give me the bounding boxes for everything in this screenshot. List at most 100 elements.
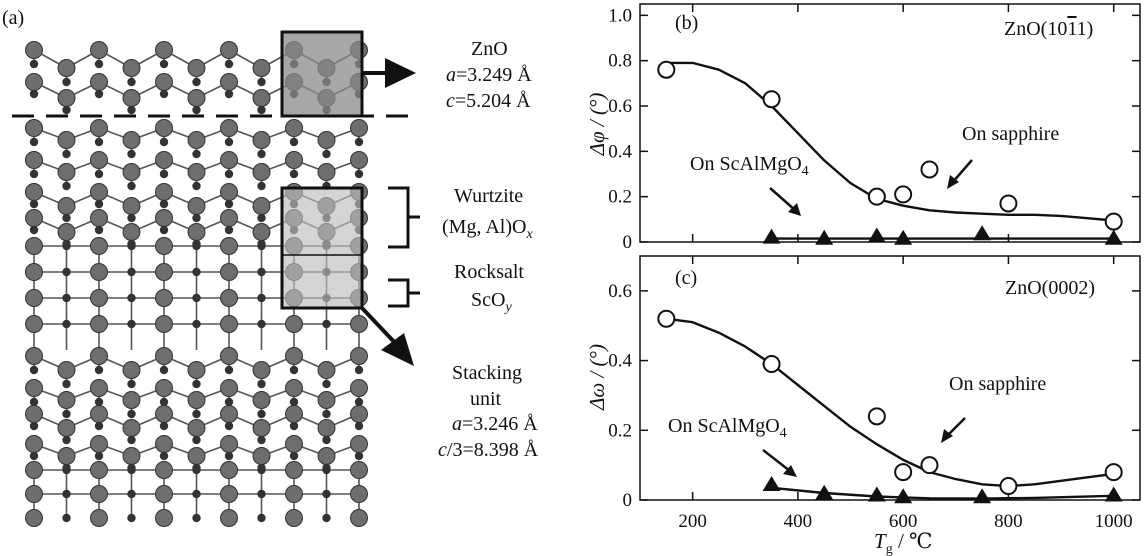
atom-large (350, 347, 368, 365)
atom-large (187, 419, 206, 437)
atom-large (155, 405, 173, 423)
atom-large (90, 347, 108, 365)
atom-small (29, 137, 39, 147)
atom-large (155, 509, 173, 527)
atom-large (252, 447, 271, 465)
panel-c-sapphire-point (657, 309, 676, 328)
atom-small (322, 435, 331, 445)
atom-small (224, 451, 234, 461)
panel-b-ytick-label: 0.6 (608, 96, 632, 117)
atom-large (220, 485, 238, 503)
atom-large (220, 183, 238, 201)
atom-small (62, 105, 71, 115)
atom-small (127, 181, 136, 191)
atom-large (220, 151, 238, 169)
panel-b-scalmgo-arrow (769, 187, 796, 211)
atom-large (220, 209, 238, 227)
atom-large (252, 197, 271, 215)
atom-large (90, 461, 108, 479)
atom-small (127, 465, 136, 475)
atom-large (350, 151, 368, 169)
atom-large (220, 237, 238, 255)
panel-b-sapphire-arrow-head-icon (947, 175, 959, 189)
atom-large (25, 315, 43, 333)
panel-b-sapphire-point (999, 194, 1018, 213)
atom-large (90, 405, 108, 423)
atom-small (257, 293, 266, 303)
atom-large (252, 419, 271, 437)
atom-large (220, 41, 238, 59)
atom-large (220, 263, 238, 281)
atom-small (29, 199, 39, 209)
atom-small (257, 435, 266, 445)
panel-b-scalmgo-point (867, 227, 886, 243)
atom-large (285, 405, 303, 423)
panel-b-ytick-label: 0.4 (608, 141, 632, 162)
atom-large (252, 89, 271, 107)
atom-large (155, 73, 173, 91)
panel-b-ytick-label: 0.2 (608, 187, 632, 208)
atom-large (25, 509, 43, 527)
atom-large (57, 223, 76, 241)
atom-large (187, 447, 206, 465)
atom-small (192, 513, 201, 523)
zno-lattice-a: a=3.249 Å (446, 64, 532, 86)
atom-large (350, 485, 368, 503)
panel-b-ytick-label: 0.8 (608, 51, 632, 72)
atom-small (62, 267, 71, 277)
atom-small (159, 421, 169, 431)
atom-small (224, 59, 234, 69)
zno-unit-box (280, 30, 364, 118)
panel-b-sapphire-point (762, 90, 781, 109)
panel-c-scalmgo-point (894, 488, 913, 504)
atom-small (192, 77, 201, 87)
atom-small (94, 451, 104, 461)
panel-b-scalmgo-point (815, 229, 834, 245)
panel-b-ytick-label: 0 (623, 232, 633, 253)
atom-small (224, 169, 234, 179)
panel-c-sapphire-arrow-head-icon (941, 429, 953, 443)
atom-large (25, 183, 43, 201)
panel-c-ytick-label: 0 (623, 490, 633, 511)
panel-a-structure: (a) ZnO a=3.249 Å c=5.204 Å Wurtzite (Mg… (2, 7, 539, 527)
atom-small (192, 181, 201, 191)
atom-small (94, 169, 104, 179)
stacking-lattice-c: c/3=8.398 Å (438, 439, 539, 461)
atom-large (317, 447, 336, 465)
panel-c-scalmgo-point (1104, 486, 1123, 502)
atom-small (322, 465, 331, 475)
atom-small (289, 365, 299, 375)
atom-large (25, 405, 43, 423)
atom-large (90, 209, 108, 227)
atom-small (127, 435, 136, 445)
atom-large (57, 59, 76, 77)
atom-small (62, 213, 71, 223)
panel-c-scalmgo-arrow-head-icon (783, 465, 797, 477)
atom-large (25, 485, 43, 503)
panel-b-scalmgo-point (973, 225, 992, 241)
atom-large (350, 315, 368, 333)
atom-large (57, 131, 76, 149)
panel-b-scalmgo-label: On ScAlMgO4 (690, 153, 809, 179)
panel-b-sapphire-point (894, 185, 913, 204)
atom-large (57, 419, 76, 437)
panel-c-scalmgo-point (815, 484, 834, 500)
panel-c-sapphire-point (920, 456, 939, 475)
atom-small (192, 267, 201, 277)
atom-large (90, 263, 108, 281)
zno-title: ZnO (471, 38, 508, 60)
panel-b-scalmgo-point (1104, 229, 1123, 245)
atom-small (159, 397, 169, 407)
x-tick-label: 400 (784, 511, 813, 532)
atom-small (62, 435, 71, 445)
wurtzite-label: Wurtzite (454, 185, 523, 207)
atom-large (122, 361, 141, 379)
atom-large (25, 209, 43, 227)
atom-small (127, 267, 136, 277)
panel-c-frame (639, 255, 1141, 501)
atom-small (192, 409, 201, 419)
zno-arrow-head-icon (385, 58, 416, 88)
atom-large (122, 447, 141, 465)
atom-large (155, 183, 173, 201)
atom-small (322, 409, 331, 419)
